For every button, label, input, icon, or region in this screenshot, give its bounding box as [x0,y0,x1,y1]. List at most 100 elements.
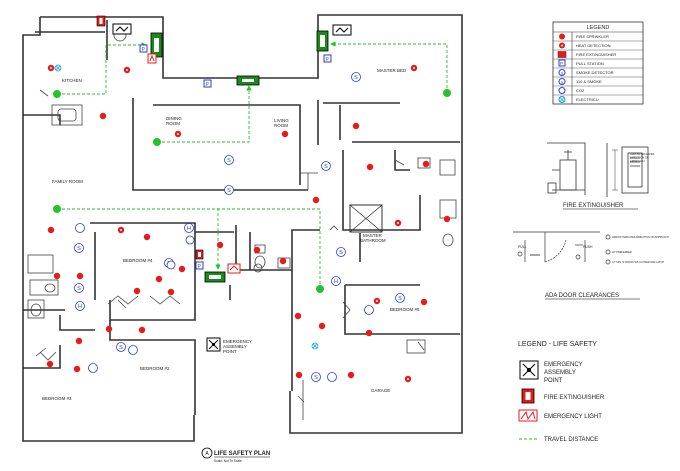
ada-push-label: PUSH [583,245,593,249]
extinguisher-note-1: ARROW INDICATES [630,152,655,156]
room-label-garage: GARAGE [371,388,390,393]
ada-door-detail [513,231,611,265]
travel-start-point [53,205,61,213]
ls-legend-assembly-2: ASSEMBLY [544,370,576,376]
room-label-living-1: LIVING [274,118,289,123]
extinguisher-detail-title: FIRE EXTINGUISHER [563,203,624,209]
pull-station-icon: P [203,79,212,88]
ada-note-3: 12" MIN. IF DOOR HAS CLOSER AND LATCH [612,261,664,264]
room-label-bedroom3: BEDROOM #3 [42,396,72,401]
pull-stations: P P P P [139,44,332,270]
fire-extinguisher-icon [195,249,204,260]
svg-text:S: S [324,164,328,170]
emergency-light-icon [227,263,241,274]
room-label-family: FAMILY ROOM [52,179,83,184]
legend-label-pull-station: PULL STATION [576,61,604,66]
room-label-kitchen: KITCHEN [62,78,82,83]
plan-marker-circle [201,447,213,459]
svg-text:P: P [326,57,330,63]
svg-text:S: S [227,188,231,194]
plan-title: LIFE SAFETY PLAN [214,451,270,457]
assembly-label-line1: EMERGENCY [223,339,252,344]
room-label-bedroom4: BEDROOM #4 [123,258,153,263]
room-label-master-bed: MASTER BED [377,68,407,73]
symbol-legend-title: LEGEND [587,25,610,31]
svg-text:H: H [78,304,82,310]
travel-start-point [53,90,61,98]
room-label-living-2: ROOM [274,123,288,128]
emergency-assembly-point: EMERGENCY ASSEMBLY POINT [206,337,252,354]
svg-text:S: S [398,296,402,302]
assembly-label-line2: ASSEMBLY [223,344,247,349]
svg-text:P: P [142,47,146,53]
exit-sign-icon [150,32,163,58]
pull-station-icon: P [195,261,204,270]
svg-text:S: S [227,158,231,164]
legend-label-electric: ELECTRICU [576,97,599,102]
svg-text:S: S [119,345,123,351]
room-label-dining-2: ROOM [166,121,180,126]
legend-label-co2: CO2 [576,88,585,93]
exit-sign-icon [204,271,226,283]
svg-text:H: H [334,279,338,285]
smoke-detector-icon [558,69,566,76]
life-safety-legend-title: LEGEND - LIFE SAFETY [518,341,597,348]
svg-text:S: S [561,79,564,84]
room-label-dining-1: DINING [166,116,182,121]
fire-sprinkler-icon [559,33,565,40]
smoke-detectors [74,72,405,382]
legend-label-110-smoke: 110 & SMOKE [576,79,602,84]
plan-marker-letter: A [205,451,209,457]
legend-label-heat-detection: HEAT DETECTION [576,43,611,48]
travel-start-points [53,89,451,293]
ls-legend-travel-distance: TRAVEL DISTANCE [544,437,598,443]
emergency-light-icon [332,24,352,36]
exit-sign-icon [316,30,329,52]
svg-text:S: S [561,70,564,75]
plan-title-block: A LIFE SAFETY PLAN Scale: Not To Scale [201,447,270,463]
room-label-bedroom5: BEDROOM #5 [390,307,420,312]
svg-text:S: S [314,375,318,381]
svg-text:H: H [187,226,191,232]
ada-detail-title: ADA DOOR CLEARANCES [545,293,619,299]
plan-scale: Scale: Not To Scale [214,459,242,463]
travel-start-point [153,138,161,146]
svg-text:P: P [560,61,563,66]
legend-label-fire-sprinkler: FIRE SPRINKLER [576,34,609,39]
travel-start-point [316,285,324,293]
emergency-lights [112,23,352,274]
ada-note-1: ARROW INDICATES DIRECTION OF APPROACH [612,236,669,239]
life-safety-legend: LEGEND - LIFE SAFETY EMERGENCY ASSEMBLY … [518,341,605,443]
svg-text:S: S [77,246,81,252]
pull-station-icon [558,59,566,67]
fixtures [27,28,457,420]
assembly-label-line3: POINT [223,349,237,354]
pull-station-icon: P [323,54,332,63]
extinguisher-note-3: APPROACH [630,159,645,163]
travel-start-point [443,89,451,97]
ls-legend-emergency-light: EMERGENCY LIGHT [544,414,602,420]
exit-signs [150,30,329,283]
room-label-bedroom2: BEDROOM #2 [140,366,170,371]
ada-note-2: 18" PREFERRED [612,251,632,254]
emergency-light-icon [518,409,538,422]
legend-label-fire-extinguisher: FIRE EXTINGUISHER [576,52,616,57]
heat-detector-letters: H H H [78,226,338,310]
symbol-legend: LEGEND P S S FIRE SPRINKLER HEAT DETECTI… [552,21,644,105]
co2-detectors [75,223,374,382]
plan-fire-extinguishers [96,15,204,260]
ls-legend-extinguisher: FIRE EXTINGUISHER [544,395,605,401]
110-smoke-icon [558,78,566,85]
fire-extinguisher-icon [147,53,157,64]
ada-pull-label: PULL [518,245,527,249]
ls-legend-assembly-3: POINT [544,378,563,384]
svg-text:S: S [354,75,358,81]
fire-extinguisher-detail [547,142,649,197]
heat-detectors [75,223,341,311]
svg-text:S: S [339,250,343,256]
ls-legend-assembly-1: EMERGENCY [544,362,583,368]
fire-extinguisher-icon [96,15,106,27]
svg-text:P: P [206,82,210,88]
floor-plan-walls [22,14,463,442]
